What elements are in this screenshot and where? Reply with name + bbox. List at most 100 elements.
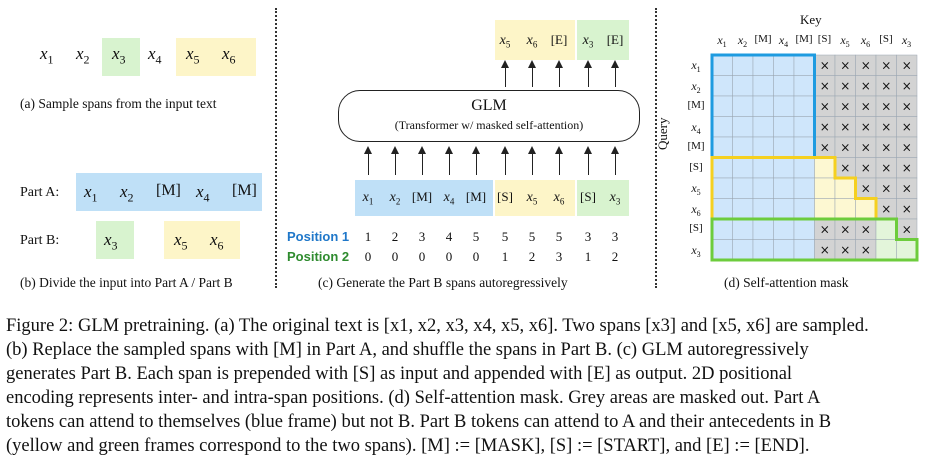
position2-value-5: 1 [501, 249, 509, 264]
mask-cell [875, 239, 897, 261]
caption-line-2: (b) Replace the sampled spans with [M] i… [6, 340, 809, 360]
seq-input-token-7: x6 [553, 190, 565, 207]
position1-value-2: 3 [418, 229, 426, 244]
mask-x-mark: × [861, 161, 871, 175]
mask-x-mark: × [840, 99, 850, 113]
mask-x-mark: × [840, 243, 850, 257]
mask-x-mark: × [820, 222, 830, 236]
mask-cell [752, 54, 774, 76]
key-label-8: [S] [879, 33, 893, 45]
input-token-x1: x1 [40, 44, 54, 67]
part-a-token-0: x1 [84, 182, 98, 205]
mask-x-mark: × [861, 79, 871, 93]
mask-x-mark: × [902, 140, 912, 154]
mask-cell [793, 239, 815, 261]
query-label-7: x6 [691, 201, 701, 218]
mask-cell [732, 198, 754, 220]
seq-input-token-5: [S] [497, 189, 513, 204]
glm-box: GLM (Transformer w/ masked self-attentio… [338, 90, 640, 142]
part-b-span-x5-x6 [164, 221, 240, 259]
query-label-2: [M] [687, 99, 705, 111]
caption-line-5: tokens can attend to themselves (blue fr… [6, 412, 832, 432]
mask-x-mark: × [861, 222, 871, 236]
mask-cell [793, 95, 815, 117]
green-frame [710, 217, 919, 262]
position2-value-6: 2 [528, 249, 536, 264]
mask-cell [773, 239, 795, 261]
mask-cell [711, 198, 733, 220]
mask-x-mark: × [820, 140, 830, 154]
position1-label: Position 1 [287, 229, 350, 244]
query-label-9: x3 [691, 242, 701, 259]
mask-x-mark: × [881, 99, 891, 113]
caption-c: (c) Generate the Part B spans autoregres… [318, 275, 568, 290]
position2-value-4: 0 [472, 249, 480, 264]
mask-cell [773, 218, 795, 240]
mask-cell [834, 177, 856, 199]
mask-x-mark: × [881, 140, 891, 154]
mask-x-mark: × [902, 99, 912, 113]
input-span-yellow [495, 180, 575, 216]
mask-x-mark: × [861, 243, 871, 257]
mask-x-mark: × [820, 58, 830, 72]
glm-title: GLM [471, 97, 507, 114]
mask-cell [814, 157, 836, 179]
mask-x-mark: × [881, 161, 891, 175]
key-label-6: x5 [840, 33, 850, 50]
mask-cell [773, 54, 795, 76]
mask-cell [711, 177, 733, 199]
part-b-token-x3: x3 [104, 230, 118, 253]
caption-line-1: Figure 2: GLM pretraining. (a) The origi… [6, 316, 869, 336]
position2-value-7: 3 [555, 249, 563, 264]
key-label-9: x3 [901, 33, 912, 50]
mask-cell [752, 157, 774, 179]
mask-x-mark: × [881, 120, 891, 134]
mask-x-mark: × [840, 140, 850, 154]
mask-cell [711, 116, 733, 138]
key-label: Key [800, 12, 822, 27]
mask-cell [773, 116, 795, 138]
mask-cell [793, 136, 815, 158]
mask-cell [711, 218, 733, 240]
key-label-1: x2 [737, 33, 748, 50]
input-part-a-box [355, 180, 493, 216]
key-label-5: [S] [817, 33, 832, 45]
separator-1 [275, 8, 277, 288]
input-token-x6: x6 [222, 44, 236, 67]
mask-cell [752, 75, 774, 97]
seq-input-token-8: [S] [580, 189, 596, 204]
separator-2 [655, 8, 657, 288]
part-b-span-x3 [96, 221, 134, 259]
part-b-label: Part B: [20, 233, 60, 248]
mask-cell [752, 218, 774, 240]
mask-cell [752, 116, 774, 138]
mask-cell [732, 95, 754, 117]
mask-cell [793, 75, 815, 97]
part-b-token-x5: x5 [174, 230, 188, 253]
mask-cell [732, 136, 754, 158]
mask-cell [732, 218, 754, 240]
position2-label: Position 2 [287, 249, 350, 264]
query-label-6: x5 [691, 181, 701, 198]
figure-caption: Figure 2: GLM pretraining. (a) The origi… [6, 314, 936, 458]
input-span-green [577, 180, 629, 216]
mask-x-mark: × [820, 79, 830, 93]
span-highlight-x5-x6 [176, 38, 256, 76]
mask-x-mark: × [861, 181, 871, 195]
caption-d: (d) Self-attention mask [724, 275, 849, 290]
mask-x-mark: × [861, 140, 871, 154]
position1-value-5: 5 [501, 229, 509, 244]
seq-output-token-3: x3 [582, 33, 594, 50]
position1-value-7: 5 [555, 229, 563, 244]
mask-cell [773, 198, 795, 220]
caption-line-4: encoding represents inter- and intra-spa… [6, 388, 821, 408]
mask-x-mark: × [881, 181, 891, 195]
key-label-7: x6 [860, 33, 871, 50]
mask-x-mark: × [820, 120, 830, 134]
mask-cell [711, 54, 733, 76]
position2-value-0: 0 [364, 249, 372, 264]
query-label-0: x1 [691, 58, 701, 75]
mask-cell [773, 75, 795, 97]
position2-value-2: 0 [418, 249, 426, 264]
key-label-0: x1 [717, 33, 727, 50]
